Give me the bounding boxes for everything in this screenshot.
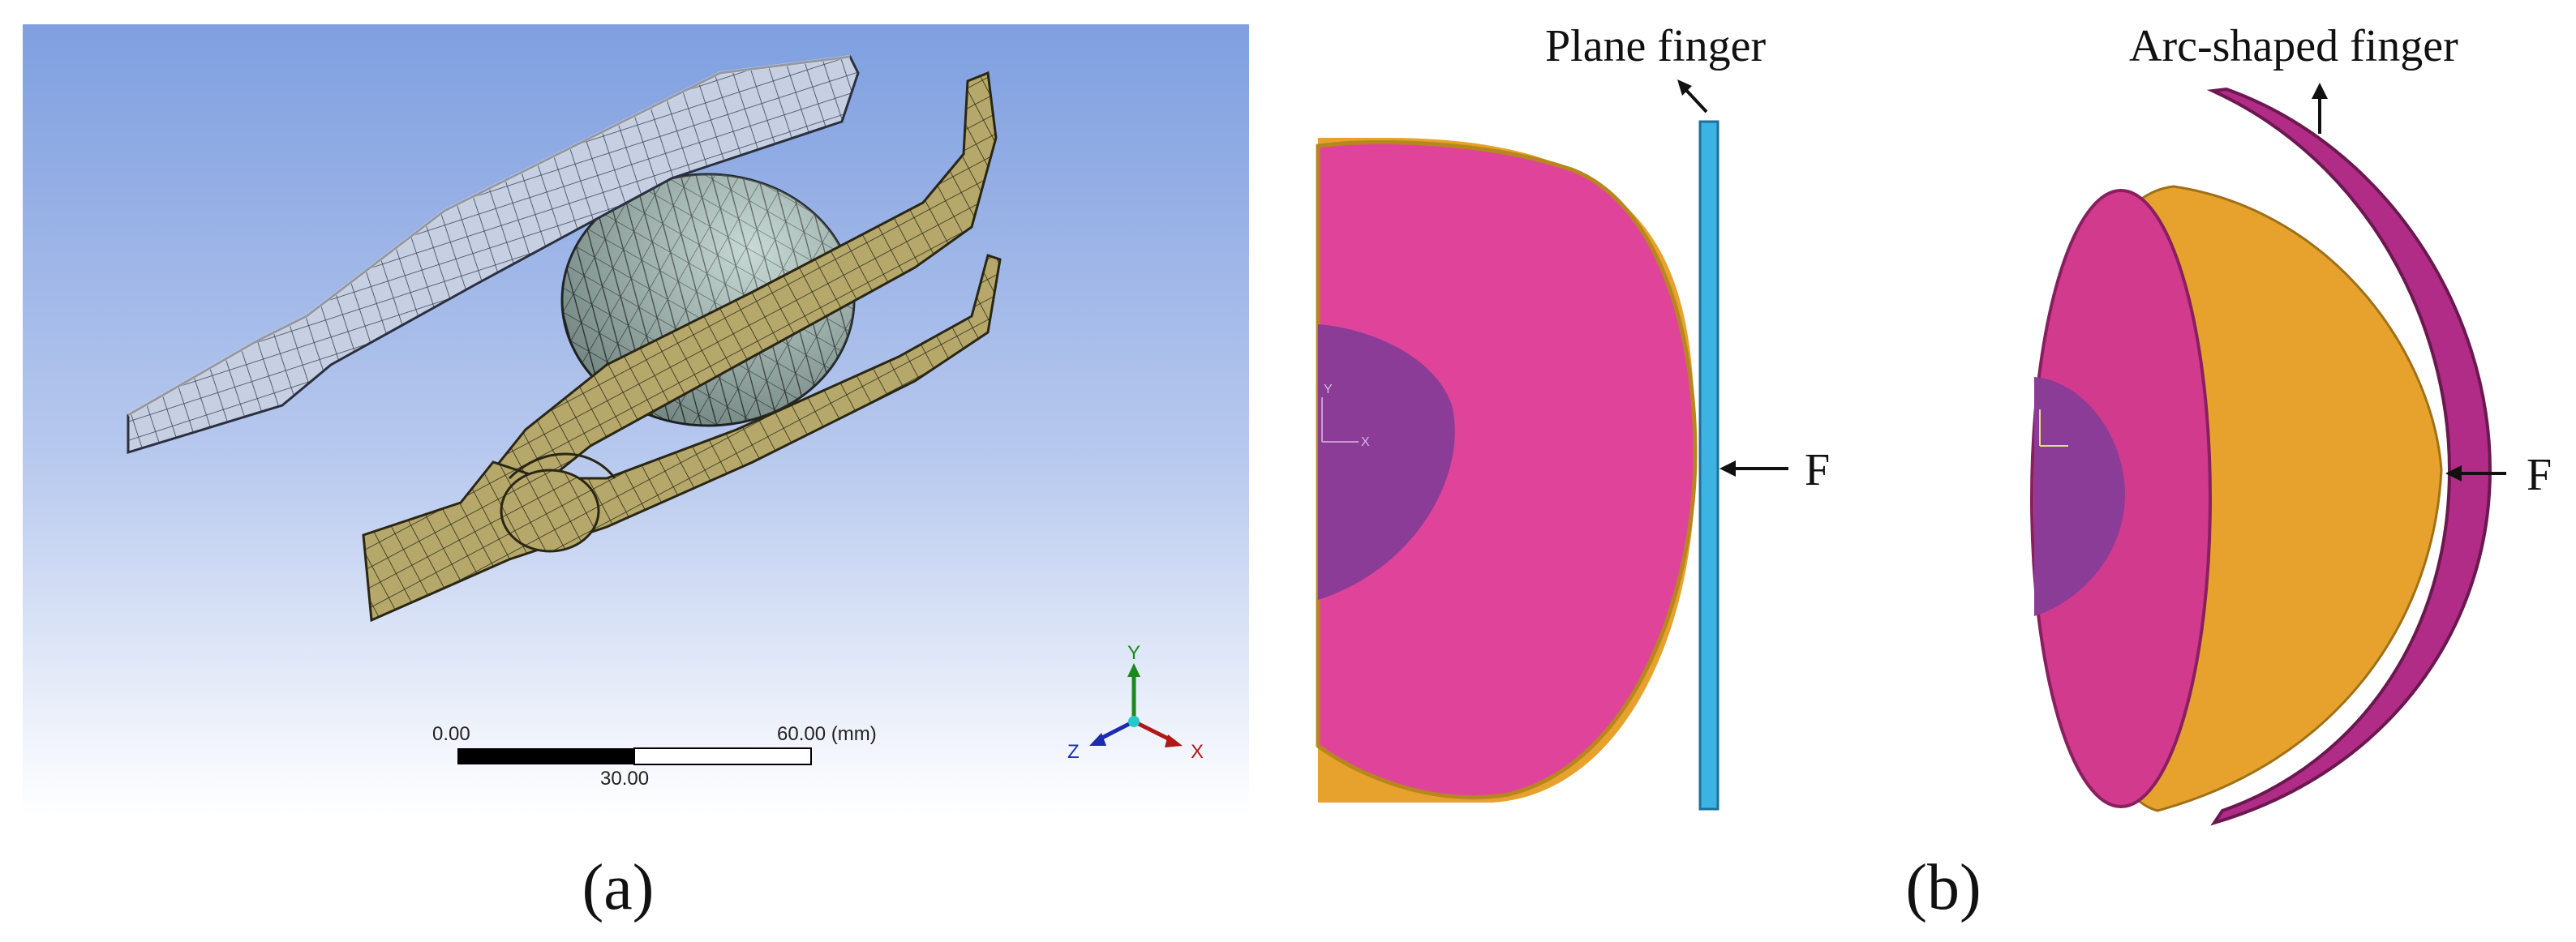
scale-right-label: 60.00 (mm)	[777, 723, 877, 745]
arc-finger-scenario: Arc-shaped finger F	[2030, 21, 2552, 826]
force-label-right: F	[2527, 450, 2552, 500]
arc-shaped-finger	[2206, 87, 2492, 826]
subfigure-label-b: (b)	[1905, 852, 1981, 923]
force-label-left: F	[1805, 445, 1830, 495]
upper-right-gripper-finger-mesh	[474, 71, 998, 512]
plane-finger-scenario: Y X Plane finger F	[1316, 21, 1830, 811]
subfigure-label-a: (a)	[582, 852, 655, 923]
triad-x-label: X	[1191, 741, 1204, 763]
small-axis-x-label: X	[1361, 435, 1370, 449]
triad-z-label: Z	[1067, 741, 1080, 763]
scale-left-label: 0.00	[432, 723, 470, 745]
lower-right-gripper-finger-mesh	[362, 254, 1002, 623]
arc-finger-label: Arc-shaped finger	[2129, 21, 2458, 71]
axis-triad: Y X Z	[1067, 642, 1204, 763]
mesh-viewport: 0.00 60.00 (mm) 30.00 Y X Z	[23, 24, 1249, 815]
contact-figure: Y X Plane finger F Arc	[1316, 21, 2552, 826]
plane-finger-label: Plane finger	[1545, 21, 1766, 71]
left-gripper-finger-mesh	[127, 55, 860, 455]
triad-y-label: Y	[1127, 642, 1140, 664]
panel-b-contact-comparison: Y X Plane finger F Arc	[1314, 16, 2576, 835]
scale-mid-label: 30.00	[600, 768, 649, 790]
small-axis-y-label: Y	[1324, 383, 1333, 396]
scale-bar: 0.00 60.00 (mm) 30.00	[432, 723, 877, 790]
plane-finger	[1698, 120, 1719, 811]
panel-a-mesh-view: 0.00 60.00 (mm) 30.00 Y X Z	[23, 24, 1249, 815]
